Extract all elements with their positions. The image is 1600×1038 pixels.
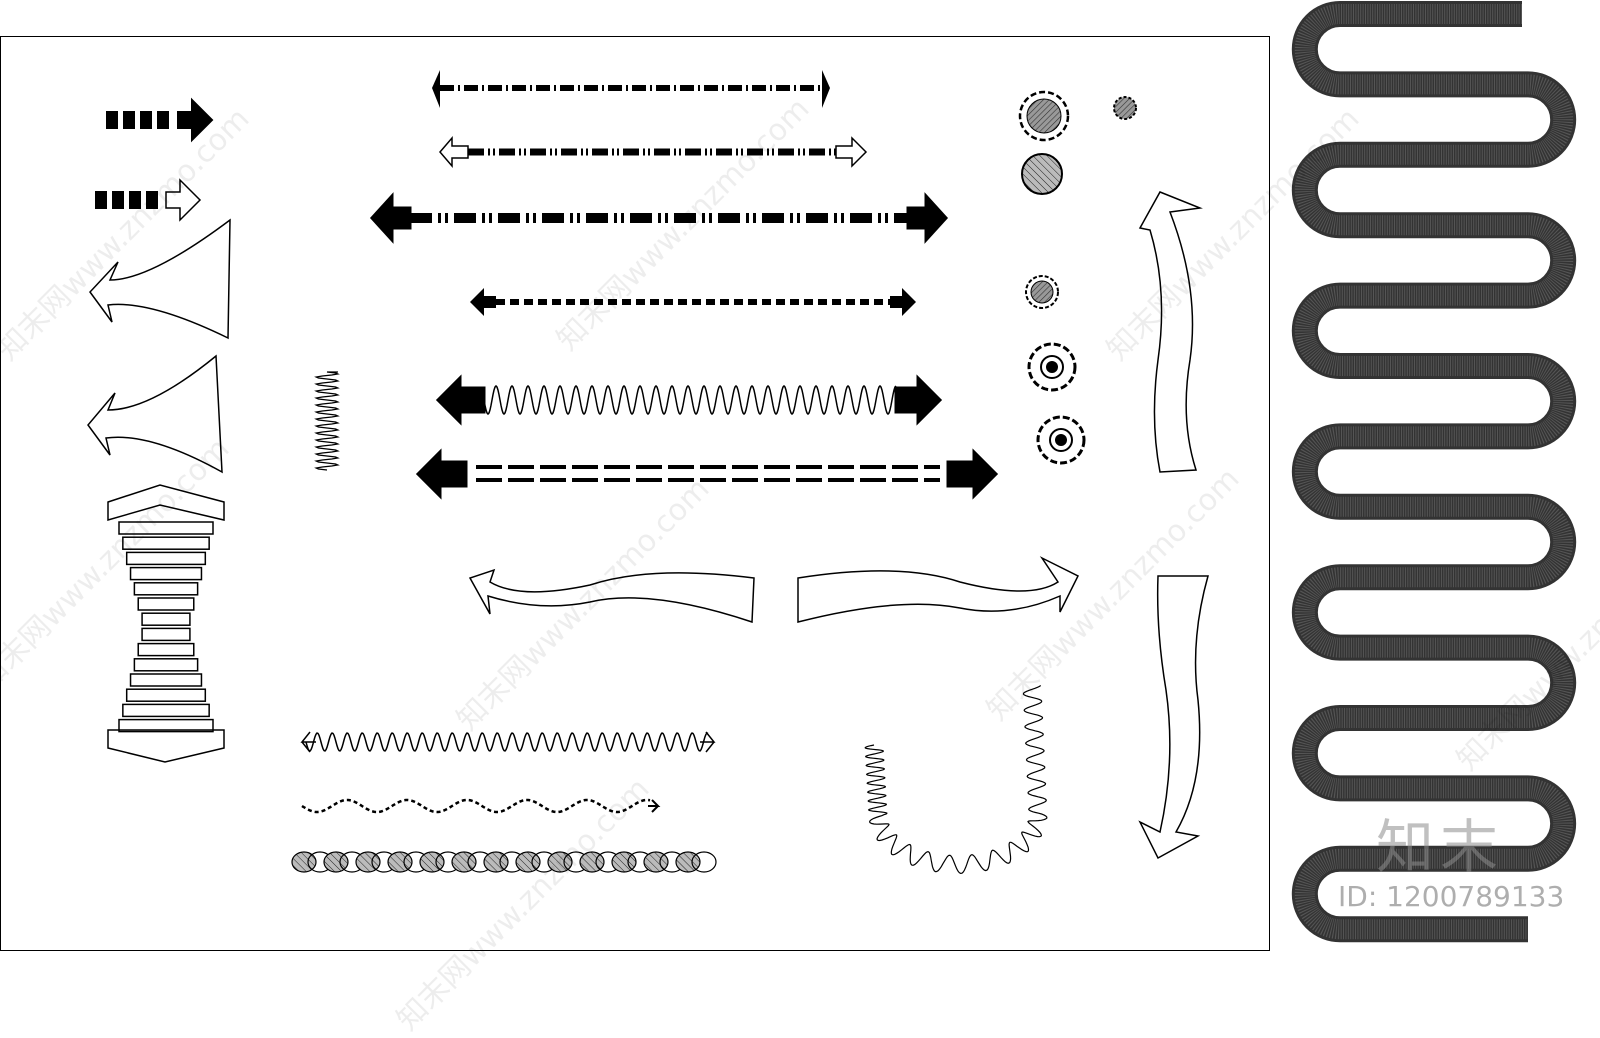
coil-spring-icon	[314, 371, 340, 471]
chain-link	[419, 851, 445, 873]
chain-link	[675, 851, 701, 873]
asset-id-label: ID: 1200789133	[1338, 880, 1565, 913]
chain-link	[291, 851, 317, 873]
flared-curved-arrow-icon	[87, 218, 231, 474]
serpentine-band-icon	[1291, 1, 1577, 943]
chain-link	[387, 851, 413, 873]
wavy-double-arrow-icon	[300, 374, 943, 814]
chain-link-icon	[291, 851, 717, 873]
double-dash-dimension-line-icon	[369, 70, 999, 500]
chain-link	[483, 851, 509, 873]
chain-link	[691, 851, 717, 873]
drawing-frame	[0, 36, 1270, 951]
chain-link	[547, 851, 573, 873]
target-circle-icon	[1027, 342, 1086, 465]
symbol-sheet	[87, 1, 1577, 943]
dashed-outline-arrow-icon	[95, 178, 202, 222]
chain-link	[611, 851, 637, 873]
chain-link	[515, 851, 541, 873]
hatched-circle-icon	[1018, 90, 1137, 309]
dashed-arrow-icon	[106, 97, 214, 143]
ribbed-hourglass-marker-icon	[107, 484, 225, 763]
chain-link	[323, 851, 349, 873]
coil-spring-icon	[864, 685, 1048, 875]
brand-logo: 知末	[1376, 813, 1505, 881]
chain-link	[643, 851, 669, 873]
chain-link	[579, 851, 605, 873]
curved-sweep-arrow-icon	[468, 191, 1209, 860]
chain-link	[355, 851, 381, 873]
chain-link	[451, 851, 477, 873]
